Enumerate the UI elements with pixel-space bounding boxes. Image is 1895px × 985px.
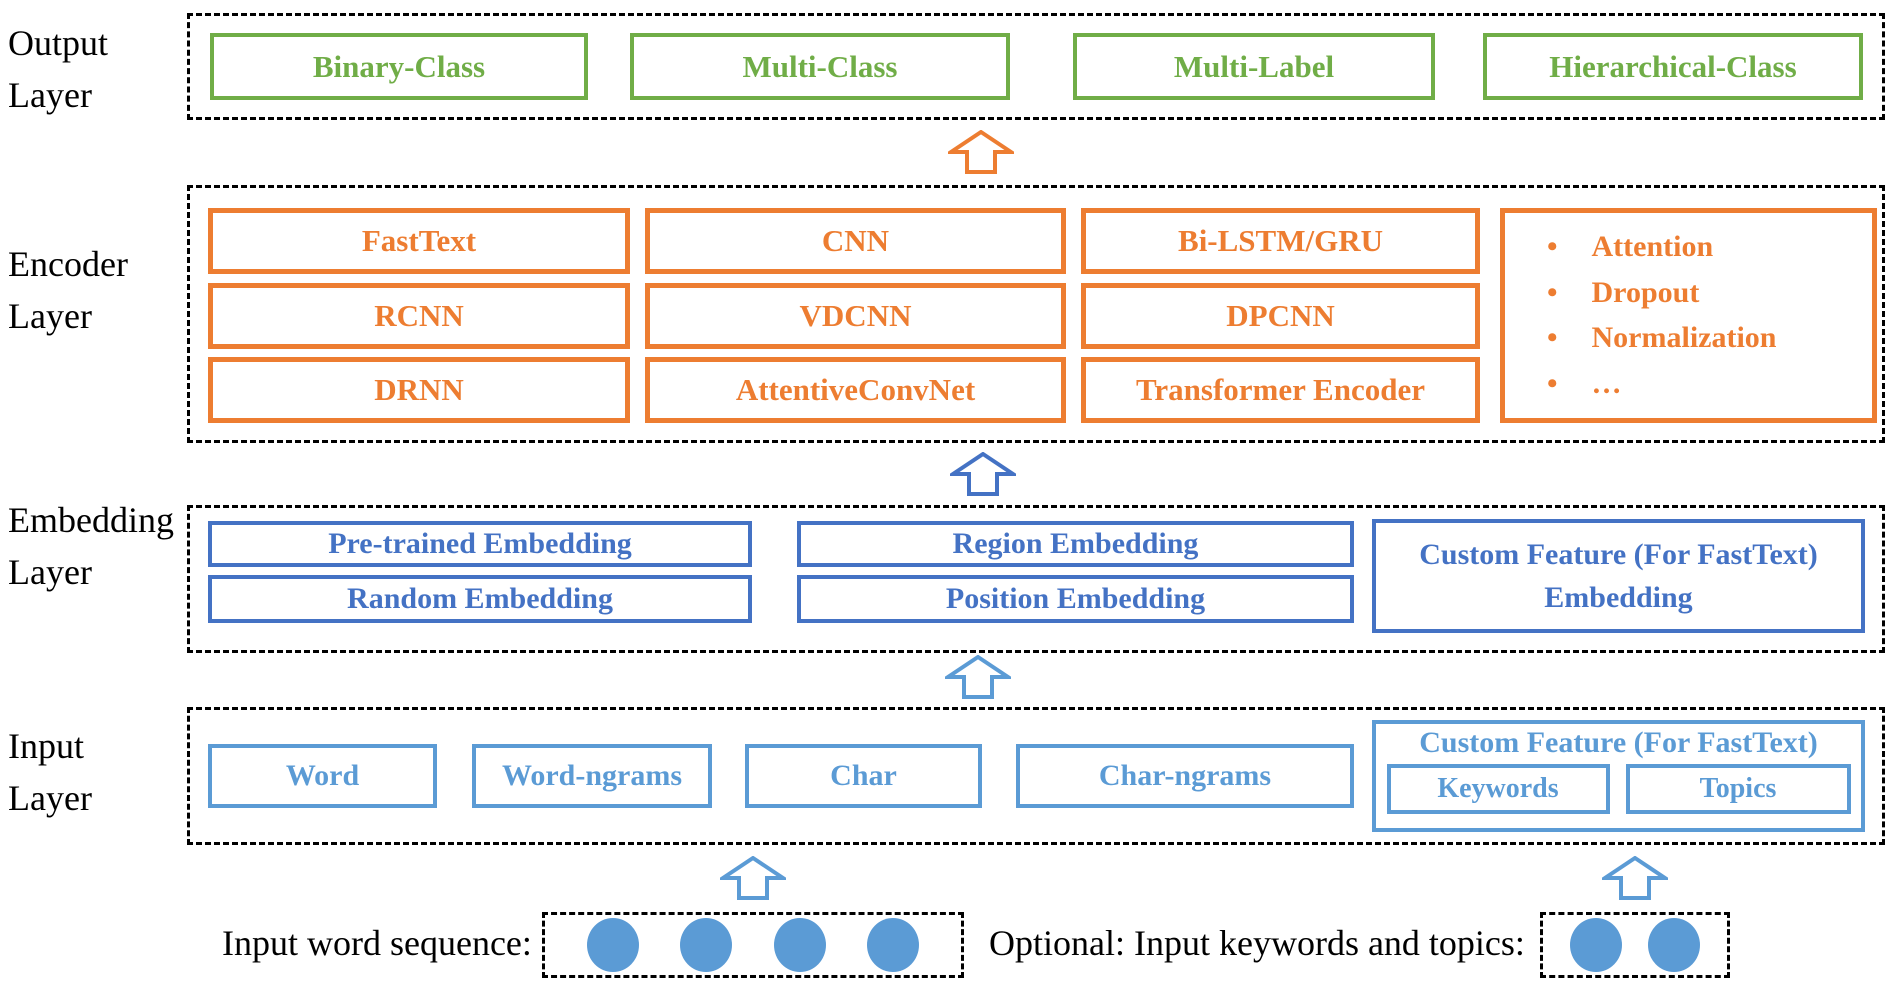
embedding-box-region: Region Embedding: [797, 521, 1354, 567]
encoder-layer-frame: [187, 185, 1885, 443]
input-layer-frame: [187, 707, 1885, 845]
up-arrow-icon-input-to-embedding: [945, 655, 1011, 699]
encoder-box-attentiveconvnet: AttentiveConvNet: [645, 357, 1066, 423]
word-sequence-label: Input word sequence:: [222, 923, 532, 963]
token-dot: [1648, 918, 1701, 972]
embedding-box-custom-feature: Custom Feature (For FastText) Embedding: [1372, 519, 1865, 633]
input-box-word: Word: [208, 744, 437, 808]
trick-dropout: Dropout: [1547, 276, 1862, 310]
up-arrow-icon-words-to-input: [720, 856, 786, 900]
output-box-hierarchical-class: Hierarchical-Class: [1483, 33, 1863, 100]
input-box-word-ngrams: Word-ngrams: [472, 744, 712, 808]
embedding-box-random: Random Embedding: [208, 575, 752, 623]
embedding-box-pretrained: Pre-trained Embedding: [208, 521, 752, 567]
token-dot: [1569, 918, 1622, 972]
up-arrow-icon-embedding-to-encoder: [950, 452, 1016, 496]
input-layer-label: Input Layer: [8, 726, 92, 819]
encoder-box-rcnn: RCNN: [208, 283, 630, 349]
input-box-char-ngrams: Char-ngrams: [1016, 744, 1354, 808]
input-custom-title: Custom Feature (For FastText): [1419, 726, 1818, 759]
encoder-layer-label: Encoder Layer: [8, 244, 128, 337]
input-box-custom-feature: Custom Feature (For FastText) Keywords T…: [1372, 720, 1865, 832]
token-dot: [867, 918, 920, 972]
encoder-box-drnn: DRNN: [208, 357, 630, 423]
up-arrow-icon-keywords-to-input: [1602, 856, 1668, 900]
keywords-topics-label: Optional: Input keywords and topics:: [989, 923, 1525, 963]
encoder-box-dpcnn: DPCNN: [1081, 283, 1480, 349]
embedding-custom-line2: Embedding: [1544, 581, 1693, 614]
encoder-tricks-box: Attention Dropout Normalization …: [1500, 208, 1877, 423]
encoder-box-transformer-encoder: Transformer Encoder: [1081, 357, 1480, 423]
encoder-box-bi-lstm-gru: Bi-LSTM/GRU: [1081, 208, 1480, 274]
embedding-box-position: Position Embedding: [797, 575, 1354, 623]
input-sub-box-keywords: Keywords: [1386, 764, 1610, 814]
encoder-box-cnn: CNN: [645, 208, 1066, 274]
trick-normalization: Normalization: [1547, 321, 1862, 355]
input-sub-box-topics: Topics: [1625, 764, 1851, 814]
embedding-layer-frame: [187, 505, 1885, 653]
input-box-char: Char: [745, 744, 982, 808]
token-dot: [586, 918, 639, 972]
output-layer-label: Output Layer: [8, 23, 109, 116]
encoder-box-vdcnn: VDCNN: [645, 283, 1066, 349]
keywords-topics-dots-box: [1540, 912, 1730, 978]
input-custom-subrow: Keywords Topics: [1386, 764, 1851, 814]
output-box-multi-class: Multi-Class: [630, 33, 1010, 100]
up-arrow-icon-encoder-to-output: [948, 130, 1014, 174]
trick-ellipsis: …: [1547, 367, 1862, 401]
word-sequence-dots-box: [542, 912, 964, 978]
output-box-binary-class: Binary-Class: [210, 33, 588, 100]
trick-attention: Attention: [1547, 230, 1862, 264]
output-layer-frame: [187, 13, 1885, 120]
token-dot: [680, 918, 733, 972]
embedding-custom-line1: Custom Feature (For FastText): [1419, 537, 1818, 571]
embedding-layer-label: Embedding Layer: [8, 500, 174, 593]
encoder-box-fasttext: FastText: [208, 208, 630, 274]
token-dot: [773, 918, 826, 972]
output-box-multi-label: Multi-Label: [1073, 33, 1435, 100]
